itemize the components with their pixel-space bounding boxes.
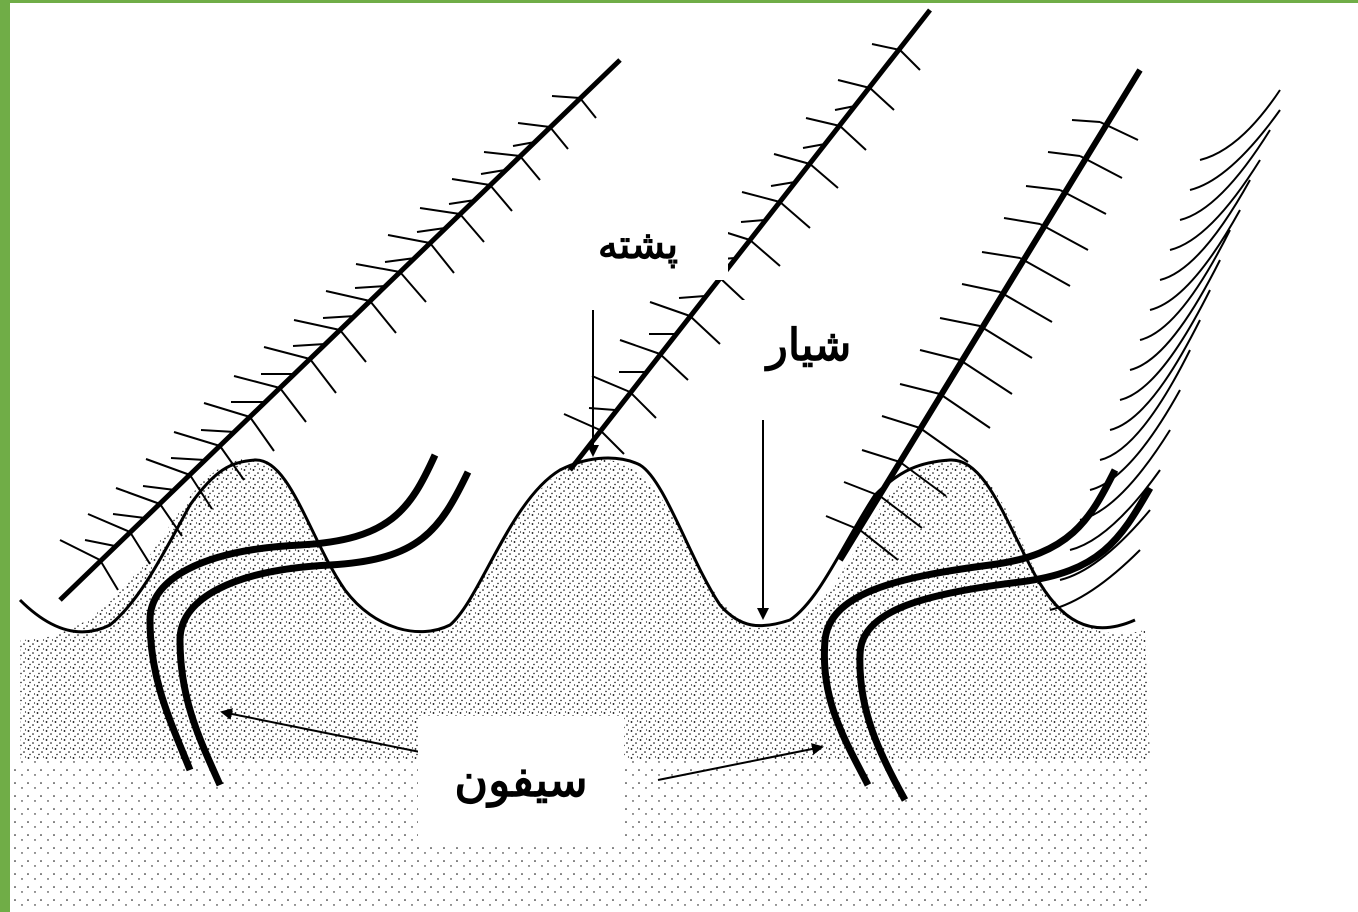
- furrow-label: شیار: [724, 300, 894, 392]
- siphon-label: سیفون: [418, 716, 624, 844]
- ridge-label: پشته: [548, 210, 728, 280]
